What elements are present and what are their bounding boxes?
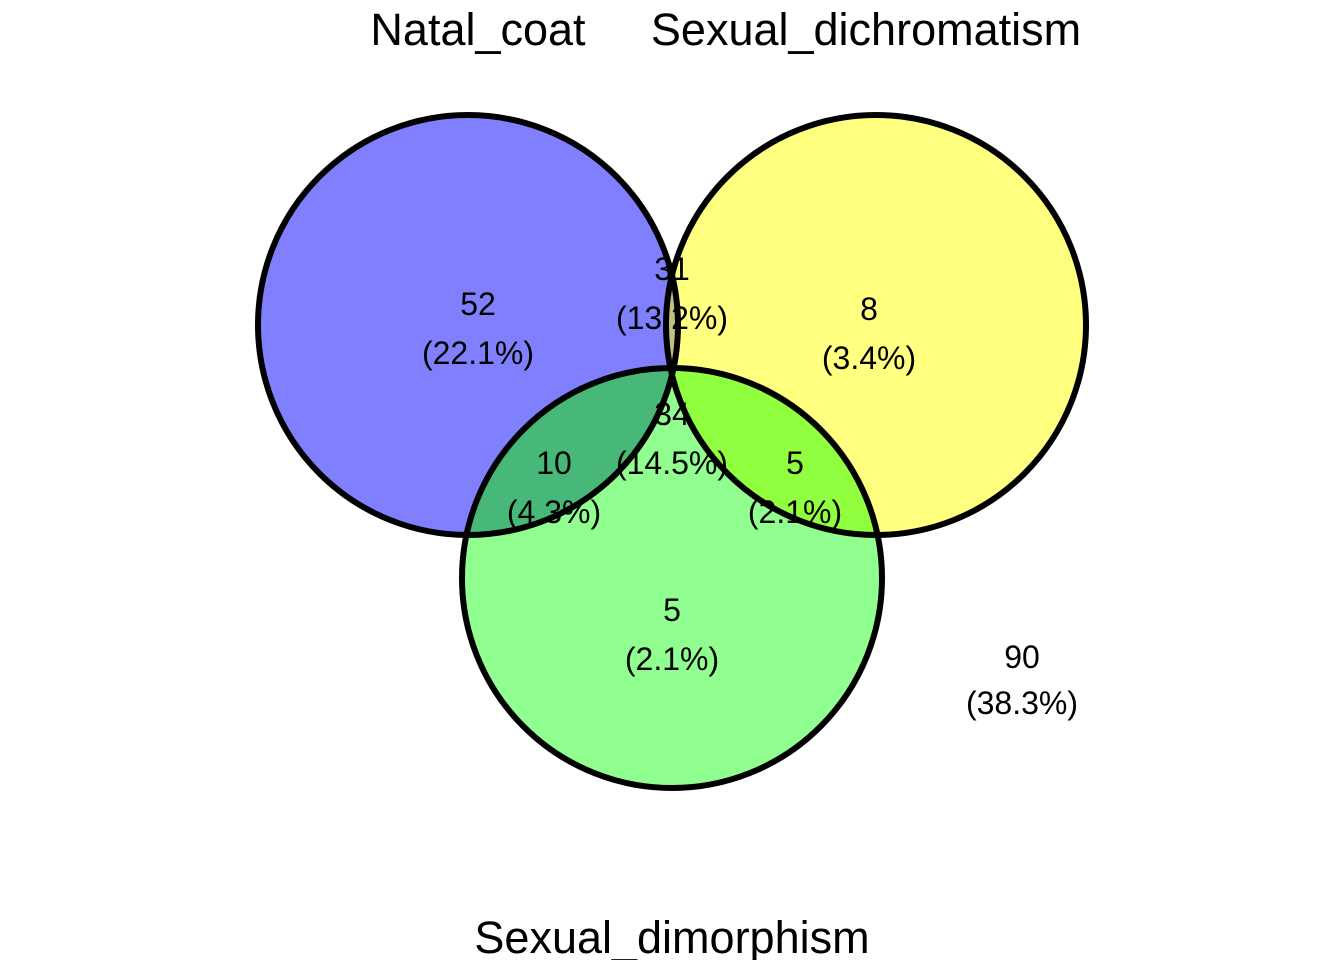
region-outside-count: 90	[1004, 639, 1040, 675]
region-bc-percent: (2.1%)	[748, 494, 842, 530]
region-b-only-percent: (3.4%)	[822, 340, 916, 376]
region-a-only-count: 52	[460, 286, 496, 322]
overlap-bc-region	[666, 368, 882, 535]
region-abc-percent: (14.5%)	[616, 445, 728, 481]
region-b-only-count: 8	[860, 291, 878, 327]
overlap-ac-region	[462, 368, 678, 535]
region-ac-percent: (4.3%)	[507, 494, 601, 530]
set-title-natal-coat: Natal_coat	[370, 4, 586, 55]
region-bc-count: 5	[786, 445, 804, 481]
set-title-sexual-dimorphism: Sexual_dimorphism	[474, 912, 869, 960]
region-c-only-percent: (2.1%)	[625, 641, 719, 677]
set-title-sexual-dichromatism: Sexual_dichromatism	[651, 4, 1081, 55]
region-outside-percent: (38.3%)	[966, 685, 1078, 721]
region-a-only-percent: (22.1%)	[422, 335, 534, 371]
region-c-only-count: 5	[663, 592, 681, 628]
region-ab-percent: (13.2%)	[616, 300, 728, 336]
region-ac-count: 10	[536, 445, 572, 481]
region-abc-count: 34	[654, 396, 690, 432]
circle-outline-sexual-dimorphism	[459, 365, 885, 791]
region-ab-count: 31	[654, 251, 690, 287]
